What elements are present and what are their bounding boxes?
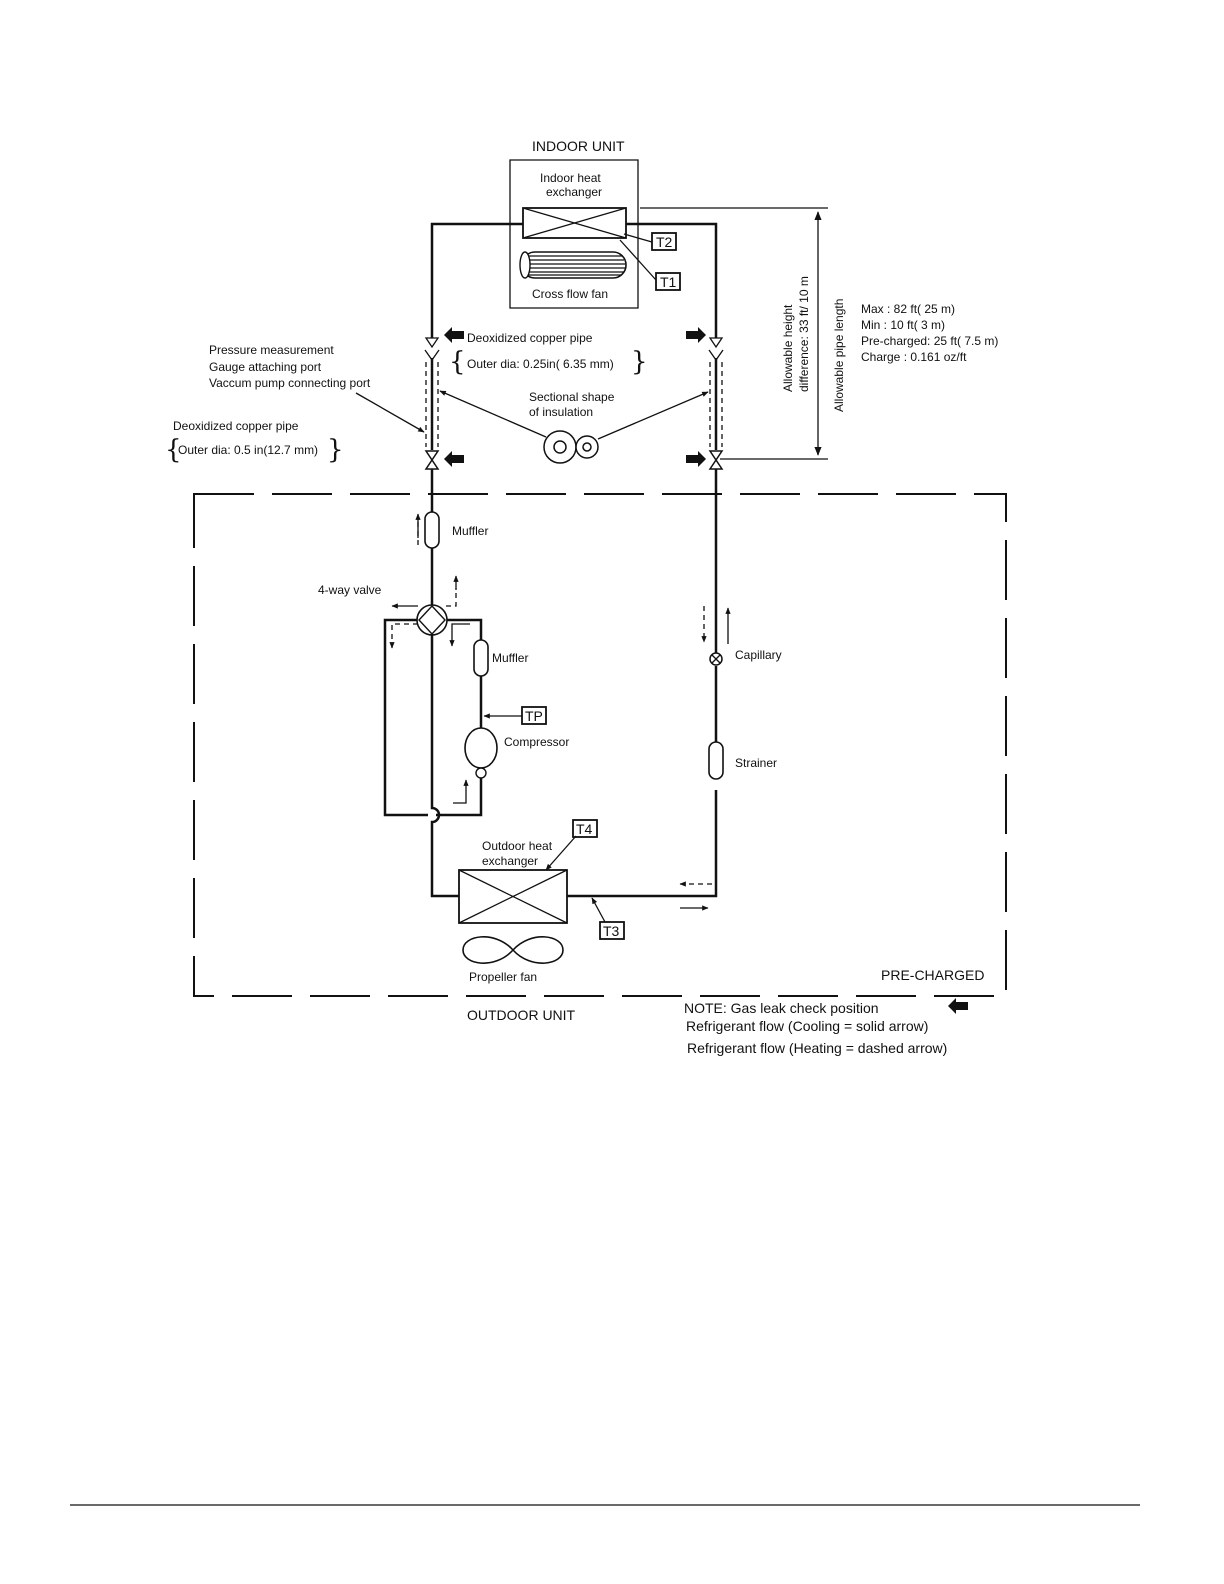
t4-leader <box>545 835 577 871</box>
t3-sensor-label: T3 <box>603 923 620 939</box>
outdoor-hex-label-1: Outdoor heat <box>482 839 553 853</box>
indoor-unit-title: INDOOR UNIT <box>532 138 625 154</box>
t1-sensor-label: T1 <box>660 274 677 290</box>
t1-sensor-box <box>655 272 681 291</box>
brace-right-icon: } <box>631 347 648 377</box>
height-label-1: Allowable height <box>781 304 795 392</box>
four-way-valve-label: 4-way valve <box>318 583 382 597</box>
pipe-length-max: Max : 82 ft( 25 m) <box>861 302 955 316</box>
brace-lower-left-icon: { <box>165 435 182 465</box>
copper-pipe-dia-lower: Outer dia: 0.5 in(12.7 mm) <box>178 443 318 457</box>
outdoor-hex-label-2: exchanger <box>482 854 538 868</box>
indoor-heat-exchanger-label-2: exchanger <box>546 185 602 199</box>
valve-arrow-dashed <box>446 588 457 607</box>
pipe-to-outdoor-hex <box>430 634 459 898</box>
tp-sensor-box <box>521 706 547 725</box>
insulation-leader-left <box>439 390 547 438</box>
brace-lower-right-icon: } <box>327 435 344 465</box>
valve-arrow-right <box>449 623 470 647</box>
insulation-section-icon <box>543 430 599 464</box>
muffler-bottom-icon <box>473 639 489 677</box>
t4-sensor-label: T4 <box>576 821 593 837</box>
port-label-3: Vaccum pump connecting port <box>209 376 371 390</box>
cross-flow-fan-label: Cross flow fan <box>532 287 608 301</box>
muffler-bottom-label: Muffler <box>492 651 528 665</box>
compressor-flow-arrow <box>453 779 469 804</box>
cross-flow-fan-icon <box>519 251 627 279</box>
brace-left-icon: { <box>449 347 466 377</box>
liquid-pipe-bottom <box>567 790 718 898</box>
t3-leader <box>591 897 606 923</box>
note-gas-leak: NOTE: Gas leak check position <box>684 1000 879 1016</box>
t2-leader <box>623 233 653 243</box>
tp-sensor-label: TP <box>525 708 543 724</box>
pipe-length-title: Allowable pipe length <box>832 299 846 412</box>
pipe-length-charge: Charge : 0.161 oz/ft <box>861 350 967 364</box>
flare-right-icon <box>708 337 724 349</box>
indoor-heat-exchanger <box>522 207 627 239</box>
muffler-top-label: Muffler <box>452 524 488 538</box>
strainer-label: Strainer <box>735 756 777 770</box>
t2-sensor-label: T2 <box>656 234 673 250</box>
right-service-pipe <box>708 349 724 450</box>
compressor-suction-pipe <box>436 778 483 817</box>
t1-leader <box>619 239 657 281</box>
indoor-unit-frame <box>509 159 639 309</box>
outdoor-unit-boundary <box>193 493 1007 997</box>
compressor-label: Compressor <box>504 735 569 749</box>
note-cooling: Refrigerant flow (Cooling = solid arrow) <box>686 1018 928 1034</box>
right-service-valve-icon <box>708 450 724 470</box>
port-label-2: Gauge attaching port <box>209 360 322 374</box>
indoor-pipe-right <box>626 222 718 338</box>
insulation-label-1: Sectional shape <box>529 390 615 404</box>
propeller-fan-icon <box>462 936 564 964</box>
outdoor-unit-title: OUTDOOR UNIT <box>467 1007 576 1023</box>
capillary-icon <box>709 652 723 666</box>
valve-arrow-dashed-left <box>389 623 418 649</box>
compressor-icon <box>464 727 498 779</box>
copper-pipe-label-upper: Deoxidized copper pipe <box>467 331 593 345</box>
insulation-leader-right <box>597 391 709 440</box>
port-label-1: Pressure measurement <box>209 343 334 357</box>
left-service-valve-icon <box>424 450 440 470</box>
pre-charged-label: PRE-CHARGED <box>881 967 984 983</box>
port-leader <box>355 392 425 433</box>
t2-sensor-box <box>651 232 677 251</box>
copper-pipe-dia-upper: Outer dia: 0.25in( 6.35 mm) <box>467 357 614 371</box>
note-heating: Refrigerant flow (Heating = dashed arrow… <box>687 1040 947 1056</box>
indoor-heat-exchanger-label: Indoor heat <box>540 171 601 185</box>
gas-leak-legend-icon <box>948 998 968 1014</box>
t3-sensor-box <box>599 921 625 940</box>
capillary-label: Capillary <box>735 648 782 662</box>
muffler-top-icon <box>424 511 440 549</box>
t4-sensor-box <box>572 819 598 838</box>
gas-leak-arrow-icon <box>444 327 706 467</box>
pipe-loop-left <box>383 618 428 817</box>
four-way-valve-icon <box>416 604 448 636</box>
height-label-2: difference: 33 ft/ 10 m <box>797 276 811 392</box>
outdoor-heat-exchanger <box>458 869 568 924</box>
indoor-pipe-left <box>430 222 523 338</box>
insulation-label-2: of insulation <box>529 405 593 419</box>
pipe-length-precharged: Pre-charged: 25 ft( 7.5 m) <box>861 334 998 348</box>
pipe-length-min: Min : 10 ft( 3 m) <box>861 318 945 332</box>
flare-left-icon <box>424 337 440 349</box>
left-service-pipe <box>424 349 440 450</box>
copper-pipe-label-lower: Deoxidized copper pipe <box>173 419 299 433</box>
pipe-discharge <box>447 618 483 640</box>
strainer-icon <box>708 741 724 780</box>
propeller-fan-label: Propeller fan <box>469 970 537 984</box>
